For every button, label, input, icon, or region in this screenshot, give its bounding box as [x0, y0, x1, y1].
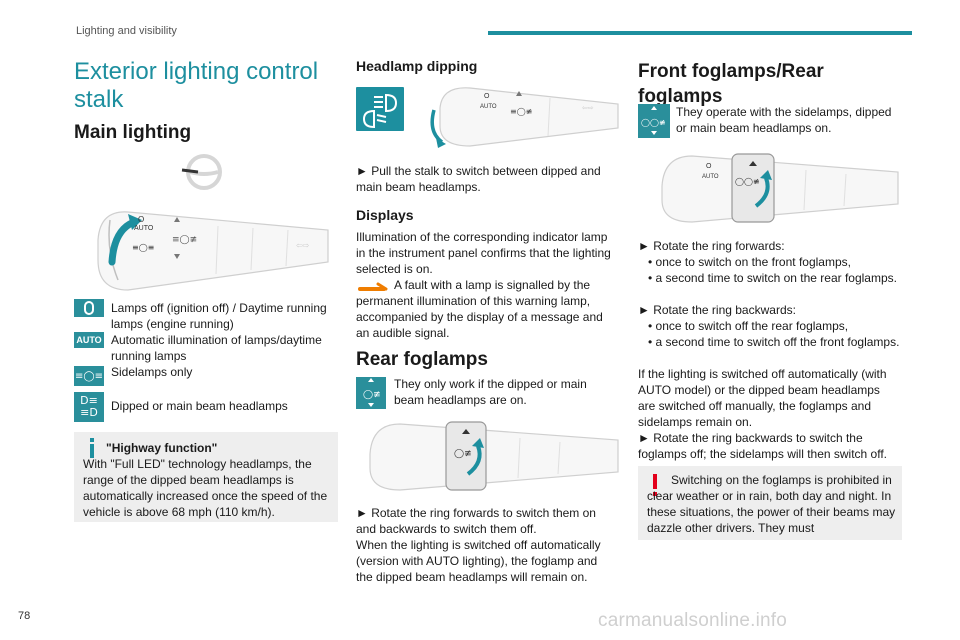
header-accent-bar	[488, 31, 912, 35]
running-header: Lighting and visibility	[76, 25, 177, 37]
warning-box: Switching on the foglamps is prohibited …	[638, 466, 902, 540]
displays-heading: Displays	[356, 207, 414, 223]
watermark: carmanualsonline.info	[598, 610, 788, 631]
legend-auto: Automatic illumination of lamps/daytime …	[111, 333, 322, 363]
front-step2: ► Rotate the ring backwards:	[638, 303, 796, 317]
steering-wheel-illustration	[181, 154, 222, 190]
svg-text:≡◯≢: ≡◯≢	[172, 235, 197, 245]
front-para: If the lighting is switched off automati…	[638, 367, 887, 429]
info-box: "Highway function" With "Full LED" techn…	[74, 432, 338, 522]
headlamps-icon: D≡≡D	[74, 392, 104, 422]
svg-text:AUTO: AUTO	[702, 174, 719, 180]
front-step3: ► Rotate the ring backwards to switch th…	[638, 431, 888, 461]
svg-text:O: O	[138, 215, 144, 224]
svg-text:AUTO: AUTO	[134, 225, 154, 232]
section-title: Exterior lighting control stalk	[74, 58, 319, 113]
front-step2-b: • a second time to switch off the front …	[648, 335, 900, 349]
front-rear-foglamps-heading: Front foglamps/Rear foglamps	[638, 61, 824, 107]
front-rear-foglamp-icon: ◯◯≢	[638, 104, 670, 138]
fault-warning-icon	[358, 282, 388, 291]
svg-text:≡◯≢: ≡◯≢	[510, 107, 532, 116]
svg-text:◯≢: ◯≢	[454, 449, 472, 459]
svg-text:⇦⇨: ⇦⇨	[296, 241, 310, 250]
lamps-off-icon	[74, 299, 104, 317]
svg-text:≡◯≡: ≡◯≡	[132, 243, 154, 252]
fault-text: A fault with a lamp is signalled by the …	[356, 278, 603, 340]
svg-text:◯◯≢: ◯◯≢	[641, 118, 666, 127]
front-step2-a: • once to switch off the rear foglamps,	[648, 319, 849, 333]
rear-foglamp-icon: ◯≢	[356, 377, 386, 409]
front-rear-note: They operate with the sidelamps, dipped …	[676, 105, 892, 135]
page-number: 78	[18, 610, 31, 622]
info-title: "Highway function"	[106, 441, 218, 455]
legend-lamps-off: Lamps off (ignition off) / Daytime runni…	[111, 301, 327, 331]
rear-note: They only work if the dipped or main bea…	[394, 377, 587, 407]
svg-text:◯◯≢: ◯◯≢	[735, 177, 760, 186]
svg-text:O: O	[706, 163, 712, 170]
rear-text: When the lighting is switched off automa…	[356, 538, 601, 584]
lighting-stalk-illustration: AUTO O ≡◯≡ ≡◯≢ ⇦⇨	[97, 211, 329, 291]
front-rear-stalk-illustration: O AUTO ◯◯≢	[661, 153, 899, 223]
displays-text: Illumination of the corresponding indica…	[356, 230, 611, 276]
svg-text:◯≢: ◯≢	[363, 390, 381, 400]
rear-foglamps-heading: Rear foglamps	[356, 349, 488, 370]
warning-icon	[653, 474, 657, 496]
headlamp-dipping-heading: Headlamp dipping	[356, 58, 478, 74]
main-beam-icon	[356, 87, 404, 131]
svg-text:AUTO: AUTO	[480, 104, 497, 110]
auto-icon: AUTO	[74, 332, 104, 348]
dipping-stalk-illustration: AUTO O ≡◯≢ ⇦⇨	[430, 87, 619, 148]
info-icon	[90, 438, 94, 458]
svg-text:O: O	[484, 93, 490, 100]
rear-foglamp-stalk-illustration: ◯≢	[369, 421, 619, 491]
rear-step: ► Rotate the ring forwards to switch the…	[356, 506, 596, 536]
sidelamps-icon: ≡◯≡	[74, 366, 104, 386]
front-step1: ► Rotate the ring forwards:	[638, 239, 785, 253]
info-text: With "Full LED" technology headlamps, th…	[83, 457, 328, 519]
legend-sidelamps: Sidelamps only	[111, 365, 193, 379]
warning-text: Switching on the foglamps is prohibited …	[647, 473, 896, 535]
front-step1-a: • once to switch on the front foglamps,	[648, 255, 851, 269]
dipping-step: ► Pull the stalk to switch between dippe…	[356, 164, 601, 194]
legend-headlamps: Dipped or main beam headlamps	[111, 399, 288, 413]
svg-text:⇦⇨: ⇦⇨	[582, 104, 594, 112]
main-lighting-heading: Main lighting	[74, 122, 192, 143]
front-step1-b: • a second time to switch on the rear fo…	[648, 271, 897, 285]
